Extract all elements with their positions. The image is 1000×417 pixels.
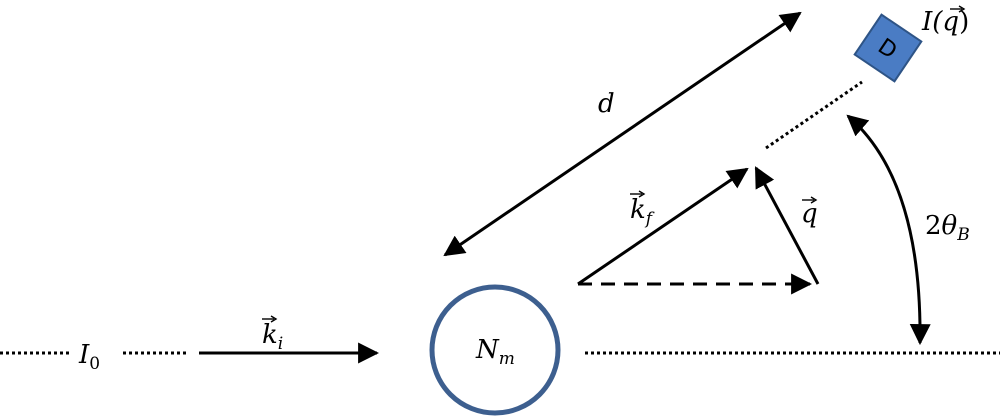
svg-text:kf: kf: [630, 195, 655, 229]
scattering-vector-arrow: [754, 166, 820, 285]
svg-text:q: q: [801, 199, 818, 229]
detector: D: [853, 13, 923, 83]
final-wavevector-arrow: [577, 167, 749, 286]
final-wavevector-label: kf: [630, 190, 655, 229]
incident-wavevector-label: ki: [262, 315, 283, 354]
vector-arrow-icon: [950, 5, 966, 13]
bragg-angle-label: 2θB: [925, 211, 970, 245]
bragg-angle-arc: [846, 114, 931, 346]
scatterer-circle: [429, 284, 561, 416]
incident-intensity-label: I0: [78, 340, 100, 374]
svg-text:ki: ki: [262, 320, 283, 354]
vector-arrow-icon: [630, 190, 646, 198]
svg-text:I(q): I(q): [921, 7, 969, 37]
vector-arrow-icon: [262, 315, 278, 323]
distance-label: d: [598, 89, 615, 119]
distance-double-arrow: [443, 11, 802, 257]
detected-intensity-label: I(q): [921, 5, 969, 37]
vector-arrow-icon: [802, 196, 818, 204]
scatterer-label: Nm: [475, 335, 515, 369]
scattered-beam-dotted: [765, 80, 863, 150]
scattering-vector-label: q: [801, 196, 818, 229]
